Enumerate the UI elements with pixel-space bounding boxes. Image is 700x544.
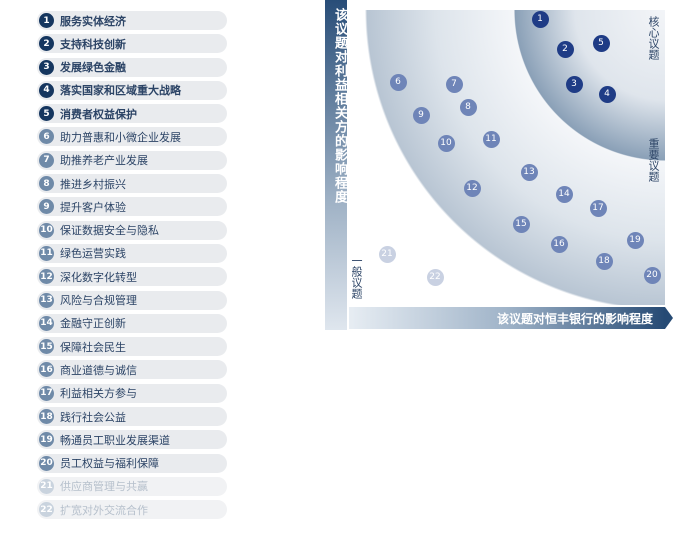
topic-number-badge: 3 xyxy=(39,59,54,75)
topic-item: 10 保证数据安全与隐私 xyxy=(37,220,227,240)
topic-label: 风险与合规管理 xyxy=(60,294,137,308)
topic-label: 推进乡村振兴 xyxy=(60,177,126,191)
topic-marker: 21 xyxy=(378,245,396,263)
y-axis-label: 该议题对利益相关方的影响程度 xyxy=(332,8,347,204)
topic-marker: 10 xyxy=(437,134,455,152)
topic-marker: 7 xyxy=(445,75,463,93)
topic-item: 12 深化数字化转型 xyxy=(37,267,227,287)
topic-number-badge: 22 xyxy=(39,502,54,518)
topic-marker: 17 xyxy=(589,199,607,217)
topic-label: 深化数字化转型 xyxy=(60,270,137,284)
topic-number-badge: 6 xyxy=(39,129,54,145)
topic-number-badge: 8 xyxy=(39,176,54,192)
x-axis: 该议题对恒丰银行的影响程度 xyxy=(349,307,673,329)
topic-number-badge: 1 xyxy=(39,13,54,28)
topic-item: 6 助力普惠和小微企业发展 xyxy=(37,127,227,147)
topic-number-badge: 15 xyxy=(39,339,54,355)
topic-item: 11 绿色运营实践 xyxy=(37,243,227,263)
topic-item: 7 助推养老产业发展 xyxy=(37,150,227,170)
topic-label: 保障社会民生 xyxy=(60,340,126,354)
topic-list: 1 服务实体经济 2 支持科技创新 3 发展绿色金融 4 落实国家和区域重大战略 5 消费者权益保… xyxy=(37,11,227,524)
topic-marker: 5 xyxy=(592,34,610,52)
topic-number-badge: 13 xyxy=(39,292,54,308)
topic-marker: 19 xyxy=(626,231,644,249)
topic-marker: 15 xyxy=(512,215,530,233)
topic-item: 13 风险与合规管理 xyxy=(37,290,227,310)
topic-label: 扩宽对外交流合作 xyxy=(60,503,148,517)
topic-item: 3 发展绿色金融 xyxy=(37,57,227,77)
topic-number-badge: 20 xyxy=(39,455,54,471)
topic-label: 支持科技创新 xyxy=(60,37,126,51)
topic-label: 助力普惠和小微企业发展 xyxy=(60,130,181,144)
topic-label: 提升客户体验 xyxy=(60,200,126,214)
topic-label: 发展绿色金融 xyxy=(60,61,126,75)
topic-label: 助推养老产业发展 xyxy=(60,154,148,168)
topic-number-badge: 5 xyxy=(39,106,54,122)
topic-marker: 8 xyxy=(459,98,477,116)
topic-number-badge: 17 xyxy=(39,385,54,401)
topic-marker: 18 xyxy=(595,252,613,270)
topic-number-badge: 7 xyxy=(39,152,54,168)
topic-number-badge: 14 xyxy=(39,315,54,331)
topic-marker: 20 xyxy=(643,266,661,284)
topic-marker: 11 xyxy=(482,130,500,148)
topic-item: 17 利益相关方参与 xyxy=(37,383,227,403)
topic-label: 落实国家和区域重大战略 xyxy=(60,84,181,98)
topic-number-badge: 11 xyxy=(39,245,54,261)
topic-item: 22 扩宽对外交流合作 xyxy=(37,500,227,520)
x-axis-label: 该议题对恒丰银行的影响程度 xyxy=(496,312,653,326)
topic-number-badge: 21 xyxy=(39,478,54,494)
topic-number-badge: 16 xyxy=(39,362,54,378)
topic-marker: 16 xyxy=(550,235,568,253)
topic-item: 4 落实国家和区域重大战略 xyxy=(37,80,227,100)
topic-marker: 3 xyxy=(565,75,583,93)
topic-marker: 13 xyxy=(520,163,538,181)
y-axis: 该议题对利益相关方的影响程度 xyxy=(325,0,347,330)
topic-label: 践行社会公益 xyxy=(60,410,126,424)
topic-marker: 9 xyxy=(412,106,430,124)
topic-number-badge: 12 xyxy=(39,269,54,285)
topic-item: 2 支持科技创新 xyxy=(37,34,227,54)
topic-number-badge: 10 xyxy=(39,222,54,238)
topic-marker: 2 xyxy=(556,40,574,58)
topic-item: 18 践行社会公益 xyxy=(37,407,227,427)
topic-label: 绿色运营实践 xyxy=(60,247,126,261)
topic-marker: 1 xyxy=(531,10,549,28)
topic-number-badge: 2 xyxy=(39,36,54,52)
topic-item: 1 服务实体经济 xyxy=(37,11,227,30)
topic-marker: 6 xyxy=(389,73,407,91)
topic-marker: 4 xyxy=(598,85,616,103)
topic-item: 14 金融守正创新 xyxy=(37,313,227,333)
topic-marker: 14 xyxy=(555,185,573,203)
topic-number-badge: 18 xyxy=(39,409,54,425)
topic-item: 20 员工权益与福利保障 xyxy=(37,453,227,473)
topic-marker: 12 xyxy=(463,179,481,197)
topic-item: 8 推进乡村振兴 xyxy=(37,174,227,194)
topic-marker: 22 xyxy=(426,268,444,286)
topic-label: 员工权益与福利保障 xyxy=(60,457,159,471)
zone-general-label: 一般议题 xyxy=(350,255,363,299)
topic-label: 商业道德与诚信 xyxy=(60,363,137,377)
topic-item: 19 畅通员工职业发展渠道 xyxy=(37,430,227,450)
topic-item: 16 商业道德与诚信 xyxy=(37,360,227,380)
topic-label: 保证数据安全与隐私 xyxy=(60,224,159,238)
topic-label: 利益相关方参与 xyxy=(60,387,137,401)
zone-important-label: 重要议题 xyxy=(647,138,660,182)
topic-label: 畅通员工职业发展渠道 xyxy=(60,433,170,447)
topic-number-badge: 4 xyxy=(39,82,54,98)
topic-label: 消费者权益保护 xyxy=(60,107,137,121)
topic-number-badge: 9 xyxy=(39,199,54,215)
topic-label: 供应商管理与共赢 xyxy=(60,480,148,494)
topic-label: 服务实体经济 xyxy=(60,14,126,28)
topic-item: 5 消费者权益保护 xyxy=(37,104,227,124)
topic-label: 金融守正创新 xyxy=(60,317,126,331)
topic-item: 15 保障社会民生 xyxy=(37,337,227,357)
zone-core-label: 核心议题 xyxy=(647,16,660,60)
topic-item: 21 供应商管理与共赢 xyxy=(37,476,227,496)
topic-item: 9 提升客户体验 xyxy=(37,197,227,217)
topic-number-badge: 19 xyxy=(39,432,54,448)
